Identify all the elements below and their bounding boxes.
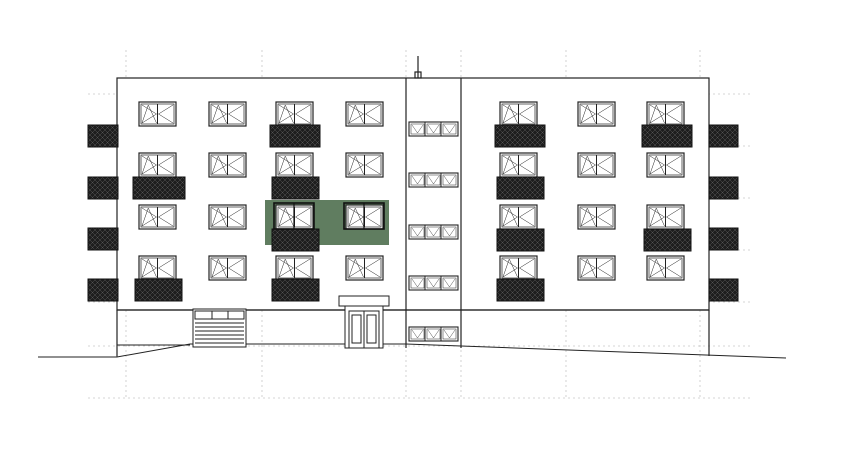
window-r3-c7 bbox=[646, 204, 685, 230]
window-r1-c4 bbox=[345, 101, 384, 127]
balcony-4 bbox=[132, 176, 186, 200]
stair-windows-layer bbox=[408, 121, 459, 342]
window-r1-c5 bbox=[499, 101, 538, 127]
balcony-2 bbox=[494, 124, 546, 148]
window-r4-c4 bbox=[345, 255, 384, 281]
balcony-1 bbox=[269, 124, 321, 148]
stair-window-3 bbox=[408, 224, 459, 240]
window-r4-c7 bbox=[646, 255, 685, 281]
stair-window-4 bbox=[408, 275, 459, 291]
window-r4-c3 bbox=[275, 255, 314, 281]
highlight-window-1 bbox=[273, 202, 315, 230]
side-balcony-left-1 bbox=[87, 124, 119, 148]
window-r1-c3 bbox=[275, 101, 314, 127]
balcony-11 bbox=[271, 278, 320, 302]
windows-layer bbox=[138, 101, 685, 281]
window-r2-c3 bbox=[275, 152, 314, 178]
entrance-door bbox=[338, 295, 390, 349]
balcony-10 bbox=[134, 278, 183, 302]
window-r3-c2 bbox=[208, 204, 247, 230]
stair-window-1 bbox=[408, 121, 459, 137]
window-r2-c1 bbox=[138, 152, 177, 178]
balcony-3 bbox=[641, 124, 693, 148]
ground-line bbox=[38, 343, 787, 359]
window-r4-c5 bbox=[499, 255, 538, 281]
garage-door bbox=[192, 308, 247, 348]
balcony-12 bbox=[496, 278, 545, 302]
window-r3-c1 bbox=[138, 204, 177, 230]
window-r1-c1 bbox=[138, 101, 177, 127]
window-r1-c6 bbox=[577, 101, 616, 127]
window-r2-c4 bbox=[345, 152, 384, 178]
side-balcony-right-1 bbox=[708, 124, 739, 148]
window-r2-c2 bbox=[208, 152, 247, 178]
highlight-window-2 bbox=[343, 202, 385, 230]
side-balcony-right-3 bbox=[708, 227, 739, 251]
side-balcony-right-4 bbox=[708, 278, 739, 302]
balcony-7 bbox=[271, 228, 320, 252]
balcony-9 bbox=[643, 228, 692, 252]
window-r3-c6 bbox=[577, 204, 616, 230]
window-r2-c5 bbox=[499, 152, 538, 178]
side-balcony-left-4 bbox=[87, 278, 119, 302]
window-r1-c7 bbox=[646, 101, 685, 127]
window-r1-c2 bbox=[208, 101, 247, 127]
window-r3-c5 bbox=[499, 204, 538, 230]
side-balcony-right-2 bbox=[708, 176, 739, 200]
window-r2-c6 bbox=[577, 152, 616, 178]
window-r4-c1 bbox=[138, 255, 177, 281]
balcony-8 bbox=[496, 228, 545, 252]
window-r4-c6 bbox=[577, 255, 616, 281]
stair-window-5 bbox=[408, 326, 459, 342]
stair-window-2 bbox=[408, 172, 459, 188]
balcony-5 bbox=[271, 176, 320, 200]
side-balcony-left-3 bbox=[87, 227, 119, 251]
window-r4-c2 bbox=[208, 255, 247, 281]
window-r2-c7 bbox=[646, 152, 685, 178]
balconies-layer bbox=[87, 124, 739, 302]
side-balcony-left-2 bbox=[87, 176, 119, 200]
balcony-6 bbox=[496, 176, 545, 200]
